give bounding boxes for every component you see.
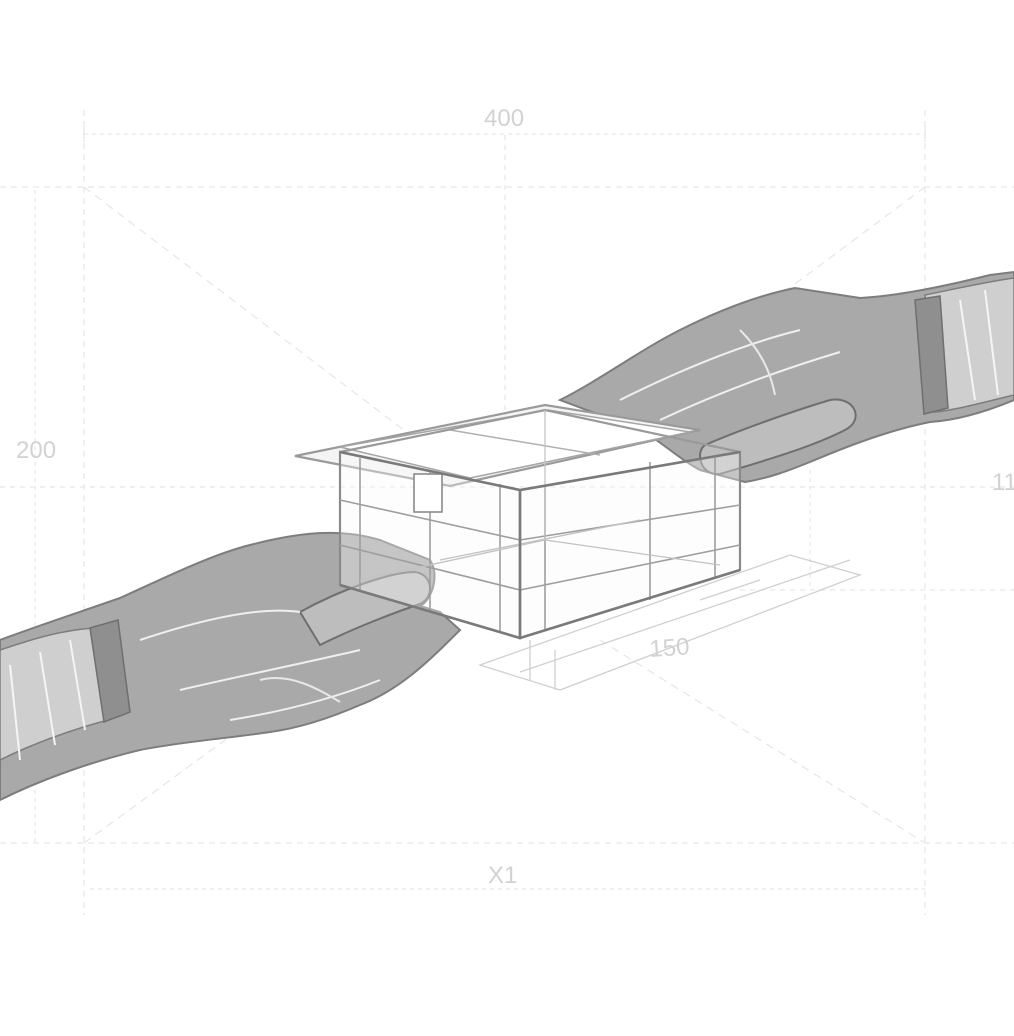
left-hand-illustration <box>0 531 462 802</box>
left-height-label: 200 <box>16 437 56 464</box>
right-hand-illustration <box>557 270 1014 484</box>
box-floor-sketch <box>477 554 863 691</box>
right-height-label: 11 <box>992 469 1014 496</box>
transparent-box-illustration <box>294 403 742 640</box>
top-width-label: 400 <box>484 105 524 132</box>
bottom-axis-label: X1 <box>488 862 517 889</box>
